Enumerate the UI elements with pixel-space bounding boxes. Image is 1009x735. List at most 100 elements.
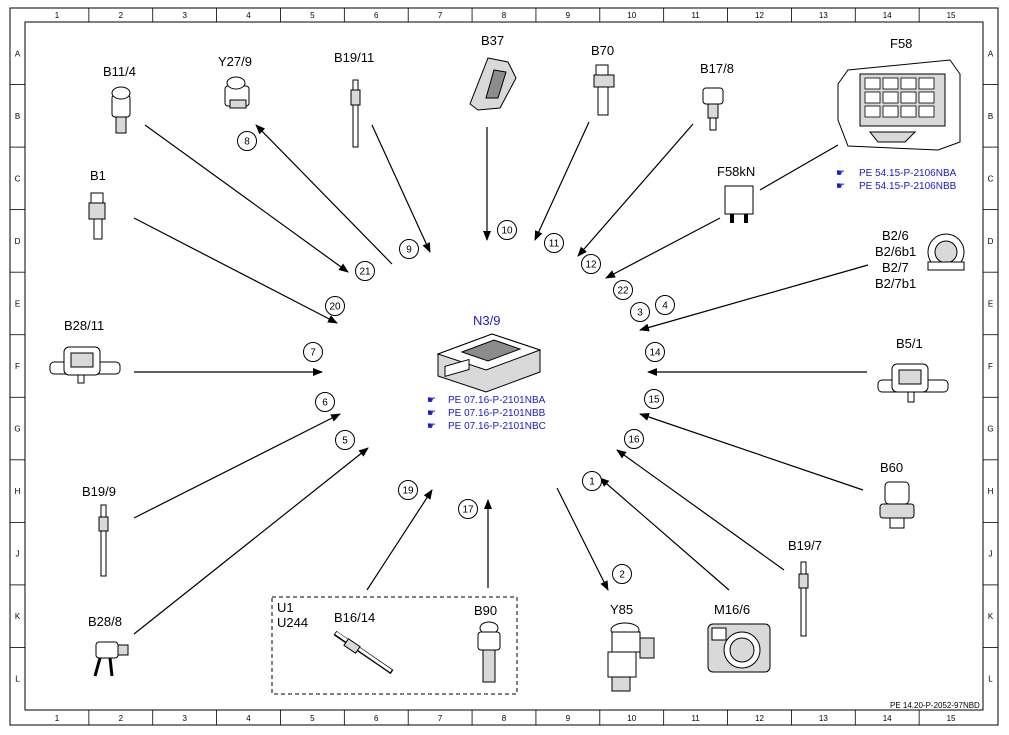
label-u244: U244 <box>277 615 308 630</box>
connector-number: 8 <box>244 137 250 148</box>
connector-bubble-19[interactable]: 19 <box>398 480 418 500</box>
connector-bubble-1[interactable]: 1 <box>582 471 602 491</box>
hand-pointer-icon: ☛ <box>427 408 436 419</box>
sensor-b60: B60 <box>879 460 915 529</box>
grid-row-label: D <box>15 237 21 246</box>
grid-column-label: 4 <box>246 11 251 20</box>
hand-pointer-icon: ☛ <box>836 168 845 179</box>
valve-y85: Y85 <box>607 602 655 692</box>
link-f58-ref-2[interactable]: PE 54.15-P-2106NBB <box>859 181 957 192</box>
label-b28-8: B28/8 <box>88 614 122 629</box>
sensor-b28-8: B28/8 <box>88 614 129 677</box>
grid-column-label: 15 <box>947 714 956 723</box>
line-b1 <box>133 217 338 324</box>
connector-bubble-12[interactable]: 12 <box>581 254 601 274</box>
grid-column-label: 2 <box>119 714 124 723</box>
connector-bubble-8[interactable]: 8 <box>237 131 257 151</box>
label-b28-11: B28/11 <box>64 318 104 333</box>
line-b19-9 <box>133 413 341 519</box>
connector-number: 7 <box>310 348 316 359</box>
grid-column-label: 13 <box>819 11 828 20</box>
connector-bubble-5[interactable]: 5 <box>335 430 355 450</box>
label-b19-11: B19/11 <box>334 50 374 65</box>
connector-bubble-22[interactable]: 22 <box>613 280 633 300</box>
drawing-reference: PE 14.20-P-2052-97NBD <box>890 701 980 710</box>
label-b2-6: B2/6 <box>882 228 909 243</box>
connector-number: 4 <box>662 301 668 312</box>
hand-pointer-icon: ☛ <box>427 421 436 432</box>
grid-column-label: 2 <box>119 11 124 20</box>
connector-number: 6 <box>322 398 328 409</box>
sensor-b19-9: B19/9 <box>82 484 116 577</box>
line-b28-8 <box>133 447 369 635</box>
line-b60 <box>639 413 864 491</box>
connector-bubble-21[interactable]: 21 <box>355 261 375 281</box>
label-y27-9: Y27/9 <box>218 54 252 69</box>
connector-bubble-6[interactable]: 6 <box>315 392 335 412</box>
grid-column-label: 3 <box>182 714 187 723</box>
line-b17-8 <box>577 123 694 257</box>
relay-f58kn: F58kN <box>717 164 755 223</box>
grid-column-label: 10 <box>627 714 636 723</box>
line-f58kn <box>605 217 721 279</box>
grid-row-label: B <box>988 112 993 121</box>
grid-row-label: B <box>15 112 20 121</box>
connector-bubble-11[interactable]: 11 <box>544 233 564 253</box>
sensor-b5-1: B5/1 <box>877 336 949 403</box>
connector-bubble-3[interactable]: 3 <box>630 302 650 322</box>
connector-bubble-14[interactable]: 14 <box>645 342 665 362</box>
label-n3-9[interactable]: N3/9 <box>473 313 500 328</box>
label-f58kn: F58kN <box>717 164 755 179</box>
line-m16-6 <box>599 477 730 591</box>
grid-row-label: G <box>14 425 20 434</box>
label-b90: B90 <box>474 603 497 618</box>
connector-number: 21 <box>359 267 371 278</box>
connector-number: 15 <box>648 395 660 406</box>
label-b2-6b1: B2/6b1 <box>875 244 916 259</box>
connector-number: 20 <box>329 302 341 313</box>
connector-bubble-9[interactable]: 9 <box>399 239 419 259</box>
grid-column-label: 1 <box>55 11 60 20</box>
label-u1: U1 <box>277 600 294 615</box>
grid-column-label: 15 <box>947 11 956 20</box>
grid-column-label: 10 <box>627 11 636 20</box>
line-b16-14 <box>366 489 433 591</box>
link-f58-ref-1[interactable]: PE 54.15-P-2106NBA <box>859 168 957 179</box>
drawing-frame <box>9 7 999 726</box>
connector-number: 5 <box>342 436 348 447</box>
connector-bubble-7[interactable]: 7 <box>303 342 323 362</box>
grid-column-label: 6 <box>374 714 379 723</box>
connector-number: 11 <box>549 239 560 250</box>
label-b2-7b1: B2/7b1 <box>875 276 916 291</box>
connector-bubble-4[interactable]: 4 <box>655 295 675 315</box>
hand-pointer-icon: ☛ <box>427 395 436 406</box>
sensor-b19-11: B19/11 <box>334 50 374 148</box>
line-b19-11 <box>371 124 431 253</box>
connector-bubble-15[interactable]: 15 <box>644 389 664 409</box>
grid-column-label: 11 <box>691 714 700 723</box>
connector-number: 14 <box>649 348 661 359</box>
connector-number: 22 <box>617 286 629 297</box>
connector-bubble-20[interactable]: 20 <box>325 296 345 316</box>
grid-column-label: 5 <box>310 714 315 723</box>
link-n3-9-ref-2[interactable]: PE 07.16-P-2101NBB <box>448 408 546 419</box>
connector-bubble-16[interactable]: 16 <box>624 429 644 449</box>
connector-number: 1 <box>589 477 595 488</box>
connector-bubble-17[interactable]: 17 <box>458 499 478 519</box>
grid-row-label: F <box>15 362 20 371</box>
connector-bubble-2[interactable]: 2 <box>612 564 632 584</box>
grid-row-label: K <box>15 612 21 621</box>
sensor-b1: B1 <box>88 168 106 240</box>
link-n3-9-ref-3[interactable]: PE 07.16-P-2101NBC <box>448 421 546 432</box>
control-unit-n3-9: N3/9 ☛ PE 07.16-P-2101NBA ☛ PE 07.16-P-2… <box>427 313 546 432</box>
link-n3-9-ref-1[interactable]: PE 07.16-P-2101NBA <box>448 395 546 406</box>
grid-column-label: 4 <box>246 714 251 723</box>
connector-bubble-10[interactable]: 10 <box>497 220 517 240</box>
grid-column-label: 1 <box>55 714 60 723</box>
grid-column-label: 9 <box>566 714 571 723</box>
